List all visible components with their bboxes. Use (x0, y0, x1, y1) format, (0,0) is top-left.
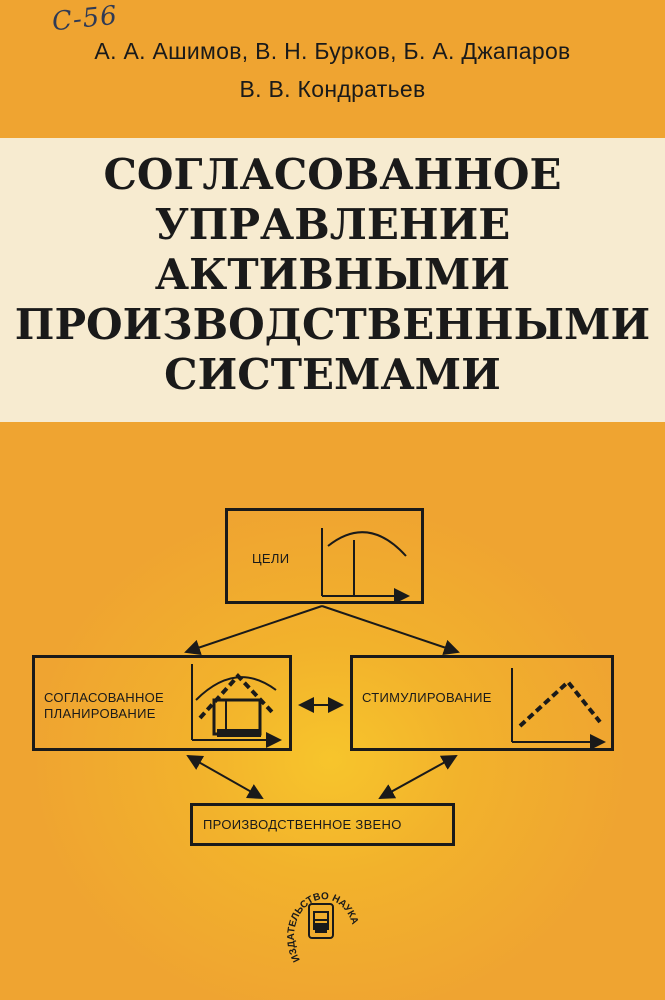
authors-line-1: А. А. Ашимов, В. Н. Бурков, Б. А. Джапар… (94, 38, 571, 64)
goals-label: ЦЕЛИ (252, 551, 290, 566)
planning-chart-icon (191, 664, 282, 748)
title-line-5: СИСТЕМАМИ (164, 350, 501, 399)
planning-box (32, 655, 292, 751)
goals-chart-icon (321, 528, 410, 604)
title-line-2: УПРАВЛЕНИЕ (154, 200, 511, 249)
planning-label: СОГЛАСОВАННОЕ ПЛАНИРОВАНИЕ (44, 690, 164, 722)
title-line-3: АКТИВНЫМИ (154, 250, 511, 299)
planning-label-line-1: СОГЛАСОВАННОЕ (44, 690, 165, 705)
arrow-goals-to-incentives (321, 605, 460, 656)
production-label: ПРОИЗВОДСТВЕННОЕ ЗВЕНО (203, 817, 402, 832)
arrow-goals-to-planning (184, 605, 323, 656)
title-line-4: ПРОИЗВОДСТВЕННЫМИ (14, 300, 651, 349)
title-line-1: СОГЛАСОВАННОЕ (103, 150, 562, 199)
production-box (190, 803, 455, 846)
incentives-box (350, 655, 614, 751)
goals-box (225, 508, 424, 604)
incentives-chart-icon (511, 668, 606, 750)
arrow-planning-production (186, 755, 264, 799)
authors-line-2: В. В. Кондратьев (239, 76, 426, 102)
arrow-incentives-production (378, 755, 458, 799)
book-title: СОГЛАСОВАННОЕ УПРАВЛЕНИЕ АКТИВНЫМИ ПРОИЗ… (0, 150, 665, 400)
planning-label-line-2: ПЛАНИРОВАНИЕ (44, 706, 156, 721)
incentives-label: СТИМУЛИРОВАНИЕ (362, 690, 492, 705)
diagram-arrows (184, 605, 460, 799)
title-band (0, 138, 665, 422)
